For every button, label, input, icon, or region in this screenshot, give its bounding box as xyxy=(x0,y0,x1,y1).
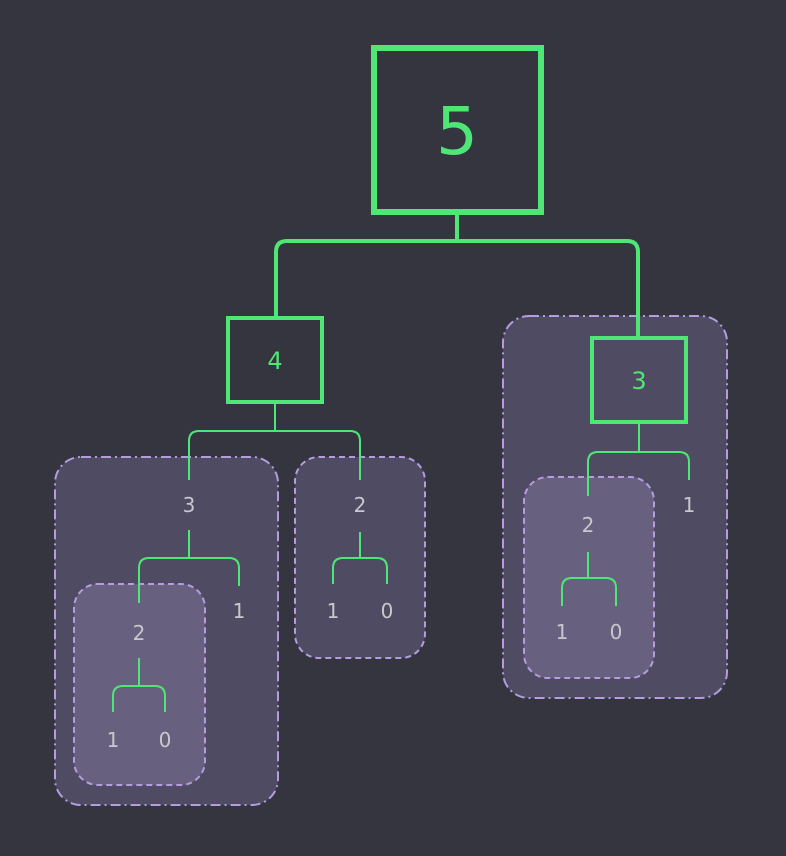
node-2-middle-label: 2 xyxy=(354,493,367,517)
leaf-1-middle-label: 1 xyxy=(327,599,340,623)
node-3-right-connector xyxy=(587,422,690,496)
leaf-1-left-inner-label: 1 xyxy=(107,728,120,752)
node-3-left-connector xyxy=(138,530,240,603)
node-3-right-box xyxy=(590,336,688,424)
leaf-0-right-label: 0 xyxy=(610,620,623,644)
root-node-box xyxy=(371,45,544,215)
root-connector xyxy=(274,212,640,338)
node-4-box xyxy=(226,316,324,404)
node-3-left-label: 3 xyxy=(183,493,196,517)
node-2-left-inner-connector xyxy=(112,658,166,712)
node-1-left-label: 1 xyxy=(233,599,246,623)
node-2-right-connector xyxy=(561,552,617,606)
node-3-right-label: 3 xyxy=(631,367,646,395)
leaf-0-middle-label: 0 xyxy=(381,599,394,623)
node-4-connector xyxy=(188,402,361,480)
node-4-label: 4 xyxy=(267,347,282,375)
leaf-1-right-label: 1 xyxy=(556,620,569,644)
node-1-right-label: 1 xyxy=(683,493,696,517)
root-node-label: 5 xyxy=(436,93,478,170)
node-2-middle-connector xyxy=(332,532,388,584)
node-2-left-inner-label: 2 xyxy=(133,621,146,645)
node-2-right-label: 2 xyxy=(582,513,595,537)
leaf-0-left-inner-label: 0 xyxy=(159,728,172,752)
